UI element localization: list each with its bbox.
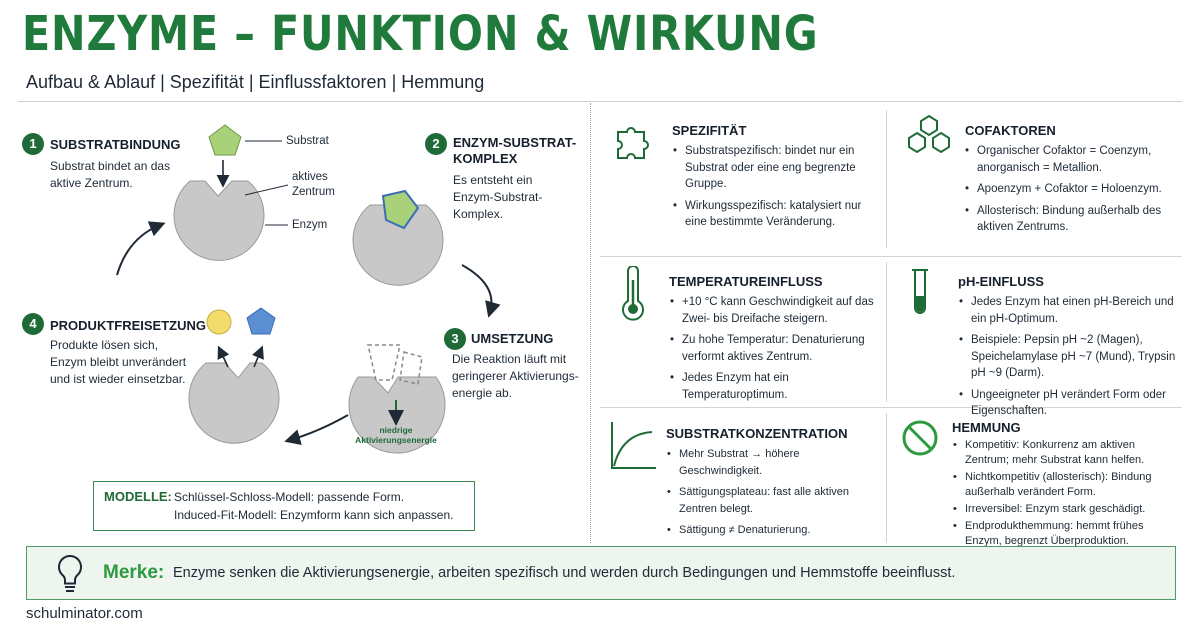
list-item: Endprodukthemmung: hemmt frühes Enzym, b… (952, 519, 1180, 549)
panel-title-hemmung: HEMMUNG (952, 420, 1021, 435)
list-substratkonzentration: Mehr Substrat → höhere Geschwindigkeit. … (666, 446, 881, 544)
step-title-1: SUBSTRATBINDUNG (50, 137, 181, 152)
list-item: Substratspezifisch: bindet nur ein Subst… (672, 143, 877, 193)
list-spezifitaet: Substratspezifisch: bindet nur ein Subst… (672, 143, 877, 236)
product-pentagon (246, 307, 276, 335)
list-cofaktoren: Organischer Cofaktor = Coenzym, anorgani… (964, 143, 1179, 241)
panel-title-cofaktoren: COFAKTOREN (965, 123, 1056, 138)
cycle-arrow-4-1 (116, 221, 166, 276)
list-item: Organischer Cofaktor = Coenzym, anorgani… (964, 143, 1179, 176)
enzyme-2 (352, 204, 444, 286)
panel-divider-v1 (886, 110, 887, 248)
pointer-zentrum (244, 184, 289, 196)
list-item: Mehr Substrat → höhere Geschwindigkeit. (666, 446, 881, 479)
list-item: Allosterisch: Bindung außerhalb des akti… (964, 203, 1179, 236)
product-circle (206, 309, 232, 335)
list-item: Jedes Enzym hat ein Temperaturoptimum. (669, 370, 879, 403)
panel-title-spezifitaet: SPEZIFITÄT (672, 123, 747, 138)
panel-divider-h2 (600, 407, 1182, 408)
panel-title-temperatur: TEMPERATUREINFLUSS (669, 274, 823, 289)
modelle-line-2: Induced-Fit-Modell: Enzymform kann sich … (174, 508, 454, 522)
step-text-2: Es entsteht ein Enzym-Substrat-Komplex. (453, 173, 543, 221)
puzzle-icon (617, 127, 649, 159)
step-title-3: UMSETZUNG (471, 331, 554, 346)
merke-text: Enzyme senken die Aktivierungsenergie, a… (173, 565, 956, 581)
list-item: Zu hohe Temperatur: Denaturierung verfor… (669, 332, 879, 365)
label-substrat: Substrat (286, 135, 329, 147)
step-title-2: ENZYM-SUBSTRAT-KOMPLEX (453, 135, 577, 166)
step-title-4: PRODUKTFREISETZUNG (50, 318, 206, 333)
list-item: Beispiele: Pepsin pH ~2 (Magen), Speiche… (958, 332, 1178, 382)
step-number-2: 2 (425, 133, 447, 155)
panel-divider-v2 (886, 262, 887, 402)
molecule-icon (908, 114, 950, 154)
modelle-line-1: Schlüssel-Schloss-Modell: passende Form. (174, 490, 405, 504)
merke-banner: Merke: Enzyme senken die Aktivierungsene… (26, 546, 1176, 600)
test-tube-icon (912, 269, 928, 314)
substrate-1 (208, 124, 242, 156)
list-item: Ungeeigneter pH verändert Form oder Eige… (958, 387, 1178, 420)
panel-divider-v3 (886, 413, 887, 543)
list-hemmung: Kompetitiv: Konkurrenz am aktiven Zentru… (952, 438, 1180, 551)
substrate-bound (381, 189, 420, 230)
panel-title-substratkonzentration: SUBSTRATKONZENTRATION (666, 426, 848, 441)
step-number-1: 1 (22, 133, 44, 155)
label-enzym: Enzym (292, 219, 328, 231)
panel-title-ph: pH-EINFLUSS (958, 274, 1044, 289)
modelle-key: MODELLE: (104, 489, 172, 504)
cycle-arrow-2-3 (461, 264, 501, 318)
step-number-3: 3 (444, 328, 466, 350)
page-subtitle: Aufbau & Ablauf | Spezifität | Einflussf… (26, 72, 485, 92)
label-aktives-zentrum: aktives Zentrum (292, 171, 335, 198)
step-text-3: Die Reaktion läuft mit geringerer Aktivi… (452, 352, 579, 400)
cycle-arrow-3-4 (284, 414, 349, 445)
step-text-4: Produkte lösen sich, Enzym bleibt unverä… (50, 338, 187, 386)
transition-state-right (399, 351, 423, 385)
list-item: Irreversibel: Enzym stark geschädigt. (952, 502, 1180, 517)
list-item: Apoenzym + Cofaktor = Holoenzym. (964, 181, 1179, 198)
list-ph: Jedes Enzym hat einen pH-Bereich und ein… (958, 294, 1178, 425)
step-text-1: Substrat bindet an das aktive Zentrum. (50, 159, 171, 190)
step-number-4: 4 (22, 313, 44, 335)
list-item: Sättigungsplateau: fast alle aktiven Zen… (666, 484, 881, 517)
list-item: Wirkungsspezifisch: katalysiert nur eine… (672, 198, 877, 231)
label-niedrige-aktivierungsenergie: niedrige Aktivierungsenergie (355, 425, 437, 445)
thermometer-icon (622, 266, 644, 321)
lightbulb-icon (58, 554, 82, 592)
enzyme-4 (188, 362, 280, 444)
list-temperatur: +10 °C kann Geschwindigkeit auf das Zwei… (669, 294, 879, 408)
list-item: +10 °C kann Geschwindigkeit auf das Zwei… (669, 294, 879, 327)
column-divider (590, 103, 591, 543)
saturation-curve-icon (611, 422, 656, 469)
list-item: Kompetitiv: Konkurrenz am aktiven Zentru… (952, 438, 1180, 468)
footer-site[interactable]: schulminator.com (26, 605, 143, 622)
list-item: Sättigung ≠ Denaturierung. (666, 522, 881, 539)
header-divider (18, 101, 1182, 102)
merke-key: Merke: (103, 562, 165, 583)
list-item: Nichtkompetitiv (allosterisch): Bindung … (952, 470, 1180, 500)
transition-state-left (367, 344, 401, 381)
enzyme-1 (173, 180, 265, 261)
list-item: Jedes Enzym hat einen pH-Bereich und ein… (958, 294, 1178, 327)
page-title: ENZYME – FUNKTION & WIRKUNG (22, 6, 819, 62)
modelle-box: MODELLE: Schlüssel-Schloss-Modell: passe… (93, 481, 475, 531)
panel-divider-h1 (600, 256, 1182, 257)
prohibited-icon (902, 420, 938, 456)
